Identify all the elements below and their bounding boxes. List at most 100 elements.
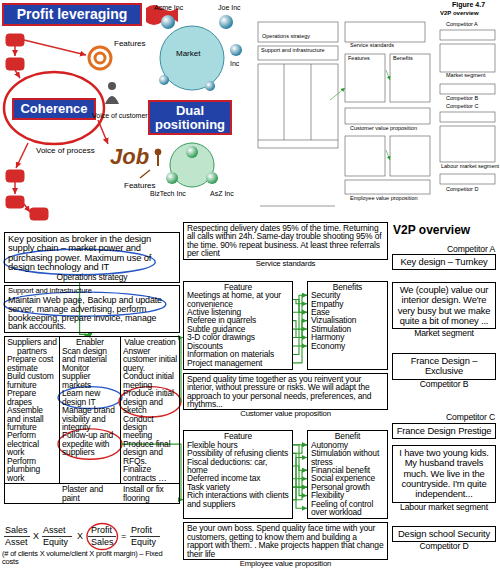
thumbnail-label: Market segment bbox=[446, 73, 485, 79]
equation: SalesAssetXAssetEquityXProfitSales=Profi… bbox=[0, 526, 180, 570]
market-bubbles bbox=[166, 172, 178, 184]
activity-column: Value creationAnswer customer initial qu… bbox=[121, 337, 179, 484]
box-text: I have two young kids. My husband travel… bbox=[396, 448, 492, 500]
thumbnail-label: Customer value proposition bbox=[350, 126, 417, 132]
figure-label: Features bbox=[124, 182, 156, 190]
process-chain bbox=[6, 196, 24, 208]
box-text: Conduct initial meeting bbox=[123, 372, 177, 389]
box-text: Conduct design meeting bbox=[123, 415, 177, 440]
box-heading: Customer value proposition bbox=[184, 410, 387, 418]
fraction-bars bbox=[4, 536, 30, 537]
equation-term: Profit bbox=[91, 526, 112, 535]
highlight-ring bbox=[87, 524, 118, 550]
title-banner: Profit leveraging bbox=[2, 3, 142, 26]
market-bubbles bbox=[219, 15, 233, 29]
market-bubbles bbox=[205, 81, 215, 91]
box-text: Follow-up and expedite with suppliers bbox=[62, 431, 118, 456]
box-text: Information on materials bbox=[187, 350, 289, 358]
thumbnail-figure bbox=[440, 126, 495, 162]
box-text: We (couple) value our interior design. W… bbox=[396, 285, 492, 326]
market-bubbles bbox=[230, 44, 242, 56]
equation-term: Asset bbox=[5, 538, 28, 547]
box-text: Profit leveraging bbox=[7, 7, 137, 22]
job-figures bbox=[155, 149, 161, 155]
box-text: Install or fix flooring bbox=[121, 484, 179, 503]
box-heading: Suppliers and partners bbox=[7, 338, 57, 355]
box-text: Discounts bbox=[187, 342, 289, 350]
connector-arrow bbox=[293, 312, 307, 363]
box-text: Project management bbox=[187, 359, 289, 367]
features-spiral bbox=[89, 47, 111, 69]
thumbnail-figure bbox=[440, 84, 495, 94]
job-figures bbox=[140, 170, 150, 178]
equation-term: Equity bbox=[43, 538, 68, 547]
activity-column: EnablerScan design and materialMonitor s… bbox=[60, 337, 121, 484]
process-chain bbox=[6, 34, 108, 220]
box-text: Personal growth bbox=[311, 483, 384, 491]
box-text: Finalize contracts … bbox=[123, 465, 177, 482]
equation-term: = bbox=[121, 532, 126, 541]
figure-label: AsZ Inc bbox=[210, 190, 234, 197]
box-text: Fiscal deductions: car, home bbox=[187, 458, 289, 475]
figure-label: Features bbox=[114, 40, 146, 48]
box-heading: Enabler bbox=[62, 338, 118, 346]
thumbnail-label: Labour market segment bbox=[441, 164, 499, 170]
connector-arrow bbox=[293, 345, 307, 346]
figure-label: Acme Inc bbox=[154, 4, 183, 11]
thumbnail-figure bbox=[386, 150, 390, 160]
highlight-ring bbox=[58, 429, 122, 459]
box-text: Empathy bbox=[311, 300, 384, 308]
box-heading: Competitor D bbox=[393, 542, 495, 552]
process-chain bbox=[6, 170, 24, 182]
connector-arrow bbox=[293, 300, 307, 304]
thumbnail-figure bbox=[258, 22, 495, 206]
market-bubbles bbox=[161, 15, 175, 29]
box-text: Rich interactions with clients and suppl… bbox=[187, 491, 289, 508]
box-text: Produce final design and RFQs. bbox=[123, 440, 177, 465]
figure-label: Voice of process bbox=[36, 147, 95, 155]
box-heading: Competitor A bbox=[393, 245, 495, 255]
proposition-box: Spend quality time together as you reinv… bbox=[183, 373, 388, 411]
features-spiral bbox=[89, 47, 111, 69]
box-heading: Feature bbox=[187, 432, 289, 440]
fraction-bars bbox=[88, 536, 116, 537]
box-text: Monitor supplier markets bbox=[62, 364, 118, 389]
box-text: Deferred income tax bbox=[187, 474, 289, 482]
highlight-rings bbox=[4, 249, 181, 549]
box-text: Active listening bbox=[187, 308, 289, 316]
thumbnail-figure bbox=[345, 108, 430, 124]
thumbnail-figure bbox=[345, 180, 430, 194]
thumbnail-figure bbox=[258, 46, 338, 60]
highlight-ring bbox=[119, 387, 181, 417]
thumbnail-label: Competitor D bbox=[446, 187, 478, 193]
thumbnail-figure bbox=[345, 136, 385, 176]
box-text: Spend quality time together as you reinv… bbox=[187, 375, 384, 409]
thumbnail-label: Service standards bbox=[350, 43, 394, 49]
equation-term: Sales bbox=[91, 538, 114, 547]
thumbnail-label: Competitor A bbox=[446, 22, 478, 28]
connector-arrow bbox=[293, 458, 307, 488]
thumbnail-label: Competitor B bbox=[446, 96, 478, 102]
box-heading: Employee value proposition bbox=[184, 560, 387, 568]
box-text: Economy bbox=[311, 342, 384, 350]
segment-box: I have two young kids. My husband travel… bbox=[392, 445, 496, 503]
box-text: Flexible hours bbox=[187, 441, 289, 449]
connector-arrow bbox=[293, 453, 307, 508]
box-heading: Market segment bbox=[393, 329, 495, 339]
thumbnail-figure bbox=[330, 88, 345, 100]
box-text: Perform electrical work bbox=[7, 431, 57, 456]
box-text: Flexibility bbox=[311, 491, 384, 499]
box-heading: Service standards bbox=[184, 260, 387, 268]
market-bubbles bbox=[186, 146, 198, 158]
thumbnail-label: V2P overview bbox=[440, 10, 479, 16]
box-text: Vizualisation bbox=[311, 316, 384, 324]
figure-label: Inc bbox=[230, 60, 239, 67]
figure-label: Joe Inc bbox=[218, 4, 241, 11]
coherence-ring bbox=[4, 72, 104, 144]
title-banner: Coherence bbox=[12, 98, 96, 120]
support-box: Support and infrastructureMaintain Web p… bbox=[4, 285, 180, 333]
figure-label: BizTech Inc bbox=[150, 190, 186, 197]
strategy-box: Key position as broker in the design sup… bbox=[4, 232, 180, 283]
thumbnail-label: Operations strategy bbox=[262, 34, 310, 40]
